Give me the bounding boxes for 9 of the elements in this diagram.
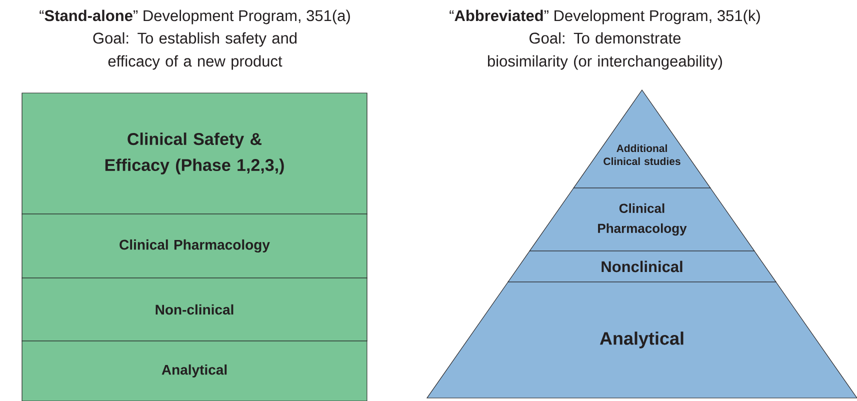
goal-text: Goal: To establish safety and efficacy of a new product (93, 32, 297, 70)
tier-box: Clinical Safety & Efficacy (Phase 1,2,3,) (22, 92, 368, 214)
heading: “Abbreviated” Development Program, 351(k) (450, 10, 760, 24)
pyramid-tier: Clinical Pharmacology (529, 188, 755, 252)
heading: “Stand-alone” Development Program, 351(a) (40, 10, 350, 24)
tier-box: Non-clinical (22, 278, 368, 342)
tier-box: Clinical Pharmacology (22, 214, 368, 278)
tier-box: Analytical (22, 340, 368, 401)
goal-text: Goal: To demonstrate biosimilarity (or interchangeability) (488, 32, 722, 70)
